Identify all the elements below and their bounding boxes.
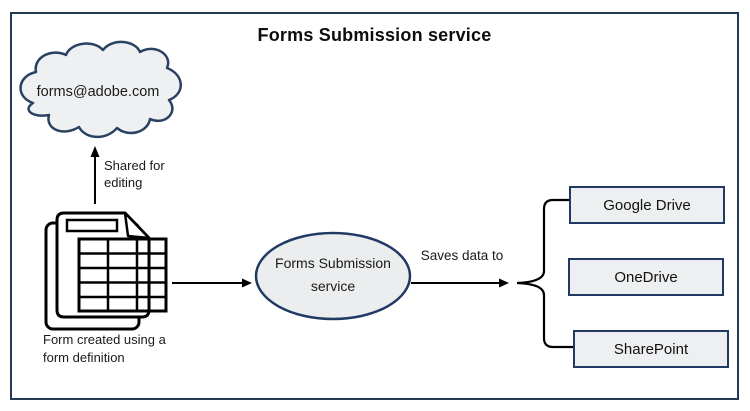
arrow-saves-head [499,278,509,288]
arrow-form-to-service-head [242,278,252,288]
destination-label-google-drive: Google Drive [603,196,691,214]
shared-label-line2: editing [104,175,143,190]
cloud-email-label: forms@adobe.com [36,84,160,100]
destinations-brace [516,198,575,349]
form-folded-corner [123,211,151,240]
form-table-grid [77,237,168,313]
form-document-icon [44,211,168,331]
shared-for-editing-label: Shared for editing [104,157,165,191]
cloud-shape [19,40,182,139]
form-caption-line1: Form created using a [43,332,166,347]
form-caption-line2: form definition [43,349,125,365]
destination-box-sharepoint: SharePoint [573,330,729,368]
form-titlebar [65,218,119,233]
arrow-shared-head [90,146,100,157]
saves-data-to-label: Saves data to [420,248,504,263]
destination-box-google-drive: Google Drive [569,186,725,224]
shared-label-line1: Shared for [104,158,165,173]
service-label-line2: service [310,278,356,294]
destination-label-sharepoint: SharePoint [613,340,689,358]
diagram-title: Forms Submission service [257,25,492,45]
form-caption: Form created using a form definition [43,331,166,366]
service-label-line1: Forms Submission [275,255,391,271]
service-ellipse-label: Forms Submission service [256,252,410,298]
service-ellipse [254,231,412,321]
destination-box-onedrive: OneDrive [568,258,724,296]
destination-label-onedrive: OneDrive [614,268,678,286]
